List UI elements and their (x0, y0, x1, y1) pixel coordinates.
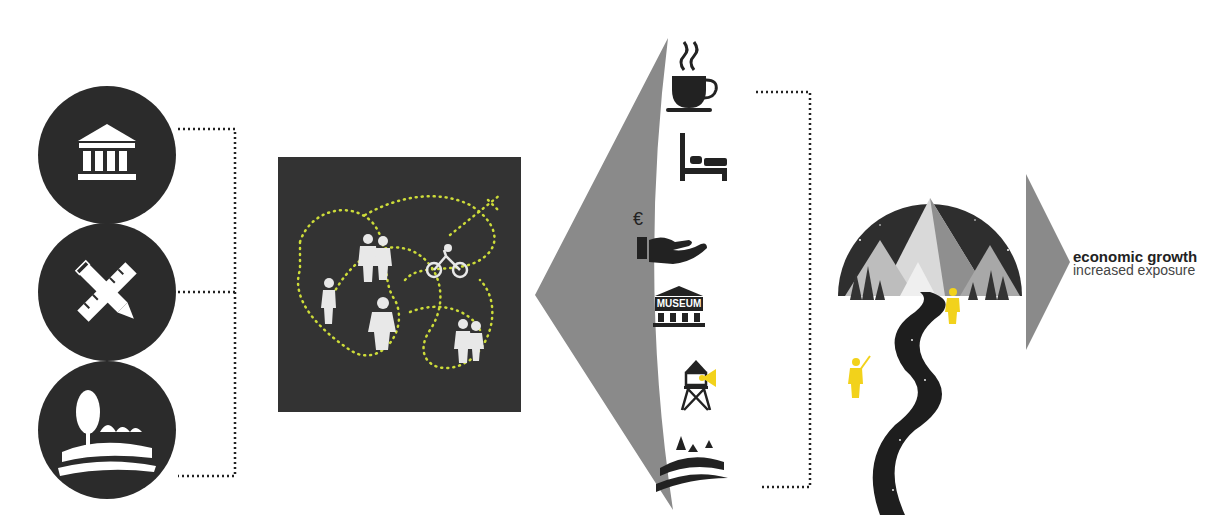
museum-sign: MUSEUM (655, 299, 703, 309)
institution-circle (38, 86, 176, 224)
dotted-lines (178, 129, 235, 476)
outcome-arrow (1026, 174, 1070, 350)
outcome-text: increased exposure (1073, 263, 1195, 277)
dotted-lines (756, 92, 810, 487)
trail-map (278, 157, 521, 412)
service-icons (637, 42, 728, 492)
design-tools-circle (38, 223, 176, 361)
currency-symbol: € (633, 210, 643, 228)
split-chevron (535, 38, 673, 510)
mountain-illustration (838, 171, 1022, 515)
landscape-circle (38, 361, 176, 499)
outcome-heading: economic growth (1073, 249, 1197, 264)
